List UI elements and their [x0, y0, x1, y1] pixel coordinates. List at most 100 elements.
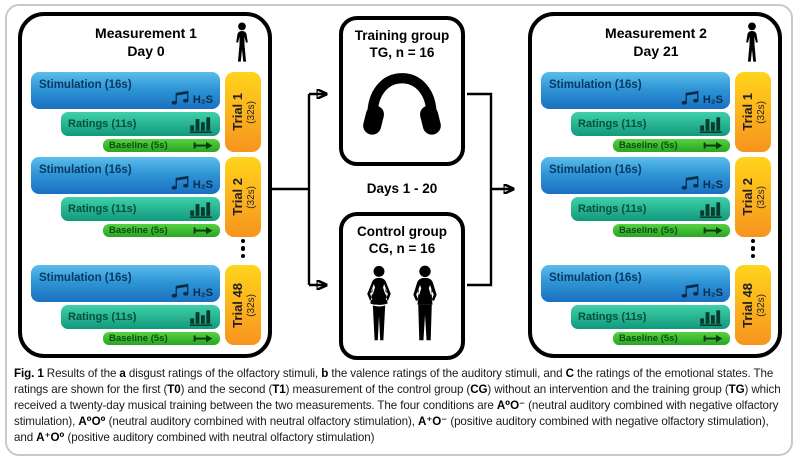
man-icon	[406, 262, 444, 346]
ratings-bar: Ratings (11s)	[571, 112, 730, 136]
ratings-label: Ratings (11s)	[578, 203, 647, 215]
ratings-bar: Ratings (11s)	[571, 197, 730, 221]
baseline-label: Baseline (5s)	[619, 332, 678, 344]
stimulation-label: Stimulation (16s)	[39, 164, 132, 176]
ellipsis-dots-icon	[735, 238, 771, 259]
h2s-label: H₂S	[192, 287, 213, 299]
control-group-n: CG, n = 16	[368, 240, 436, 256]
bar-chart-icon	[699, 309, 723, 326]
person-icon	[231, 22, 253, 66]
bar-chart-icon	[699, 116, 723, 133]
trial-tag: Trial 48 (32s)	[735, 265, 771, 345]
ratings-label: Ratings (11s)	[68, 311, 137, 323]
panel-header: Measurement 2 Day 21	[541, 22, 771, 67]
trial-label: Trial 2	[739, 178, 755, 216]
panel-measurement-2: Measurement 2 Day 21 Stimulation (16s) H…	[528, 12, 782, 358]
trial-group-48: Stimulation (16s) H₂S Ratings (11s) Base…	[31, 265, 261, 345]
baseline-label: Baseline (5s)	[619, 224, 678, 236]
stimulation-label: Stimulation (16s)	[39, 272, 132, 284]
figure-card	[5, 4, 793, 456]
trial-tag: Trial 2 (32s)	[225, 157, 261, 237]
panel-subtitle: Day 0	[127, 42, 165, 59]
ratings-label: Ratings (11s)	[68, 203, 137, 215]
baseline-arrow-icon	[192, 226, 214, 235]
baseline-label: Baseline (5s)	[109, 332, 168, 344]
baseline-bar: Baseline (5s)	[613, 224, 730, 237]
training-group-n: TG, n = 16	[369, 44, 435, 60]
trial-label: Trial 1	[739, 93, 755, 131]
ratings-label: Ratings (11s)	[578, 118, 647, 130]
stimulation-bar: Stimulation (16s) H₂S	[541, 72, 730, 109]
trial-tag: Trial 2 (32s)	[735, 157, 771, 237]
trial-duration: (32s)	[755, 185, 767, 209]
music-notes-icon	[680, 281, 700, 299]
trial-duration: (32s)	[755, 100, 767, 124]
panel-header: Measurement 1 Day 0	[31, 22, 261, 67]
panel-subtitle: Day 21	[633, 42, 679, 59]
trial-tag: Trial 1 (32s)	[735, 72, 771, 152]
control-group-title: Control group	[357, 224, 447, 239]
baseline-arrow-icon	[702, 141, 724, 150]
baseline-bar: Baseline (5s)	[613, 139, 730, 152]
bar-chart-icon	[189, 116, 213, 133]
baseline-bar: Baseline (5s)	[103, 332, 220, 345]
trial-label: Trial 1	[229, 93, 245, 131]
music-notes-icon	[170, 173, 190, 191]
trial-duration: (32s)	[755, 293, 767, 317]
trial-group-2: Stimulation (16s) H₂S Ratings (11s) Base…	[541, 157, 771, 237]
trial-duration: (32s)	[245, 293, 257, 317]
woman-icon	[360, 262, 398, 346]
bar-chart-icon	[699, 201, 723, 218]
ratings-bar: Ratings (11s)	[61, 112, 220, 136]
h2s-label: H₂S	[702, 287, 723, 299]
trial-group-1: Stimulation (16s) H₂S Ratings (11s) Base…	[541, 72, 771, 152]
trial-tag: Trial 1 (32s)	[225, 72, 261, 152]
music-notes-icon	[680, 173, 700, 191]
trial-ellipsis	[541, 237, 771, 260]
panel-measurement-1: Measurement 1 Day 0 Stimulation (16s) H₂…	[18, 12, 272, 358]
baseline-arrow-icon	[702, 226, 724, 235]
trial-ellipsis	[31, 237, 261, 260]
trial-group-1: Stimulation (16s) H₂S Ratings (11s) Base…	[31, 72, 261, 152]
trial-tag: Trial 48 (32s)	[225, 265, 261, 345]
baseline-bar: Baseline (5s)	[103, 139, 220, 152]
stimulation-bar: Stimulation (16s) H₂S	[31, 265, 220, 302]
figure-caption: Fig. 1 Results of the a disgust ratings …	[14, 367, 781, 444]
headphones-icon	[359, 68, 445, 140]
panel-title: Measurement 1	[95, 25, 197, 41]
trial-label: Trial 2	[229, 178, 245, 216]
stimulation-bar: Stimulation (16s) H₂S	[31, 157, 220, 194]
music-notes-icon	[680, 88, 700, 106]
h2s-label: H₂S	[702, 94, 723, 106]
bar-chart-icon	[189, 201, 213, 218]
baseline-arrow-icon	[192, 141, 214, 150]
ratings-bar: Ratings (11s)	[571, 305, 730, 329]
baseline-label: Baseline (5s)	[109, 139, 168, 151]
stimulation-label: Stimulation (16s)	[549, 164, 642, 176]
music-notes-icon	[170, 281, 190, 299]
trial-duration: (32s)	[245, 185, 257, 209]
training-group-title: Training group	[354, 28, 450, 43]
ratings-label: Ratings (11s)	[68, 118, 137, 130]
trial-group-48: Stimulation (16s) H₂S Ratings (11s) Base…	[541, 265, 771, 345]
training-group-box: Training group TG, n = 16	[339, 16, 465, 166]
h2s-label: H₂S	[192, 179, 213, 191]
ellipsis-dots-icon	[225, 238, 261, 259]
person-icon	[741, 22, 763, 66]
ratings-bar: Ratings (11s)	[61, 305, 220, 329]
trial-group-2: Stimulation (16s) H₂S Ratings (11s) Base…	[31, 157, 261, 237]
baseline-arrow-icon	[192, 334, 214, 343]
trial-label: Trial 48	[739, 282, 755, 328]
ratings-bar: Ratings (11s)	[61, 197, 220, 221]
baseline-arrow-icon	[702, 334, 724, 343]
stimulation-bar: Stimulation (16s) H₂S	[541, 265, 730, 302]
trial-duration: (32s)	[245, 100, 257, 124]
h2s-label: H₂S	[702, 179, 723, 191]
music-notes-icon	[170, 88, 190, 106]
baseline-label: Baseline (5s)	[109, 224, 168, 236]
stimulation-bar: Stimulation (16s) H₂S	[541, 157, 730, 194]
panel-title: Measurement 2	[605, 25, 707, 41]
stimulation-label: Stimulation (16s)	[549, 79, 642, 91]
baseline-bar: Baseline (5s)	[103, 224, 220, 237]
